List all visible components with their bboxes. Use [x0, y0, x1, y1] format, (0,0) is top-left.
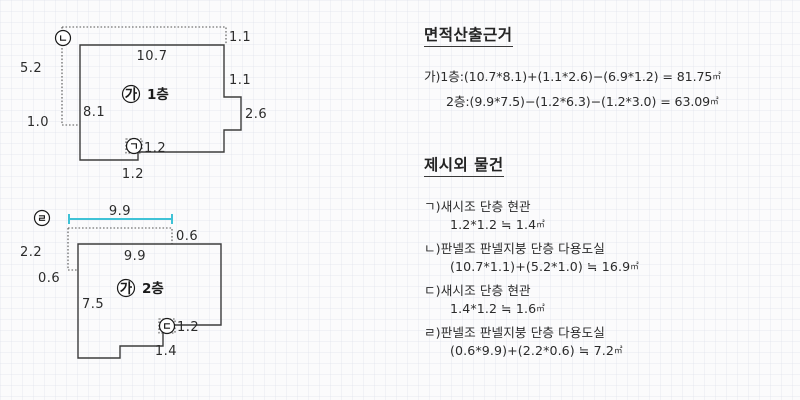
floor1-dim-top-right-offset: 1.1	[229, 30, 251, 45]
floor1-marker-bottom: ㄱ	[125, 137, 143, 155]
floor1-diagram: ㄴ ㄱ 가 1층 1.1 10.7 5.2 1.0 8.1 1.1 2.6 1.…	[20, 26, 267, 182]
floor2-dotted-top-extension	[68, 227, 173, 244]
item-formula-1-unit: ㎡	[536, 220, 545, 230]
floor1-outline	[79, 44, 242, 161]
floor2-marker-bottom-right-label: ㄷ	[162, 322, 171, 333]
item-label-2: ㄴ)판넬조 판넬지붕 단층 다용도실	[424, 241, 605, 256]
floor-plans-area: ㄴ ㄱ 가 1층 1.1 10.7 5.2 1.0 8.1 1.1 2.6 1.…	[20, 26, 267, 359]
area-calc-line-2-text: 2층:(9.9*7.5)−(1.2*6.3)−(1.2*3.0) = 63.09	[446, 94, 711, 109]
floor1-marker-top-left: ㄴ	[54, 29, 72, 47]
item-formula-3-unit: ㎡	[536, 304, 545, 314]
area-calc-line-2-unit: ㎡	[710, 97, 719, 107]
floor2-label: 가 2층	[116, 278, 164, 298]
floor1-label: 가 1층	[121, 84, 169, 104]
floor1-dim-right-lower: 2.6	[245, 107, 267, 122]
floor1-dim-notch-bottom: 1.2	[122, 167, 144, 182]
area-section-title: 면적산출근거	[424, 26, 513, 47]
floor2-dim-cyan-overall: 9.9	[109, 204, 131, 219]
floor2-dim-notch-right: 1.2	[177, 320, 199, 335]
item-label-1: ㄱ)새시조 단층 현관	[424, 199, 531, 214]
floor1-label-text: 1층	[147, 87, 169, 103]
items-section-title: 제시외 물건	[424, 156, 504, 177]
item-formula-4-unit: ㎡	[614, 346, 623, 356]
floor1-label-circle: 가	[125, 87, 138, 103]
item-formula-4: (0.6*9.9)+(2.2*0.6) ≒ 7.2㎡	[450, 343, 623, 358]
floor2-marker-top-left-label: ㄹ	[37, 214, 46, 225]
floor2-dim-top-right-offset: 0.6	[176, 229, 198, 244]
item-formula-4-text: (0.6*9.9)+(2.2*0.6) ≒ 7.2	[450, 343, 615, 358]
floor2-dim-notch-bottom: 1.4	[155, 344, 177, 359]
item-formula-2-text: (10.7*1.1)+(5.2*1.0) ≒ 16.9	[450, 259, 631, 274]
floor1-marker-bottom-label: ㄱ	[129, 142, 138, 153]
floor1-dim-left-edge: 8.1	[83, 105, 105, 120]
floor2-marker-top-left: ㄹ	[33, 209, 51, 227]
floor1-dim-left-dotted-bottom: 1.0	[27, 115, 49, 130]
floor2-dim-left-dotted-height: 2.2	[20, 245, 42, 260]
floor2-overall-dimension: 9.9	[68, 204, 173, 224]
item-formula-2-unit: ㎡	[630, 262, 639, 272]
floor1-marker-top-left-label: ㄴ	[58, 34, 67, 45]
item-formula-3-text: 1.4*1.2 ≒ 1.6	[450, 301, 537, 316]
item-formula-3: 1.4*1.2 ≒ 1.6㎡	[450, 301, 545, 316]
floor2-label-circle: 가	[120, 281, 133, 297]
floor1-dim-left-dotted-height: 5.2	[20, 61, 42, 76]
floor2-marker-bottom-right: ㄷ	[158, 317, 176, 335]
floor1-dim-right-upper: 1.1	[229, 73, 251, 88]
floor2-diagram: 9.9 ㄹ ㄷ 가 2층	[20, 204, 222, 359]
item-formula-2: (10.7*1.1)+(5.2*1.0) ≒ 16.9㎡	[450, 259, 639, 274]
area-calc-line-1-unit: ㎡	[712, 72, 721, 82]
area-calc-line-2: 2층:(9.9*7.5)−(1.2*6.3)−(1.2*3.0) = 63.09…	[446, 91, 719, 110]
floor2-dim-top-edge: 9.9	[124, 249, 146, 264]
item-label-3: ㄷ)새시조 단층 현관	[424, 283, 531, 298]
floor2-outline	[77, 243, 222, 359]
floor1-dotted-top-extension	[62, 26, 227, 45]
floor2-dim-left-dotted-bottom: 0.6	[38, 271, 60, 286]
notes-panel: 면적산출근거 가)1층:(10.7*8.1)+(1.1*2.6)−(6.9*1.…	[410, 0, 800, 400]
floor2-dim-left-edge: 7.5	[82, 297, 104, 312]
floor1-dim-notch-right: 1.2	[144, 141, 166, 156]
floor1-dotted-left-extension	[61, 27, 80, 126]
area-calc-line-1-text: 가)1층:(10.7*8.1)+(1.1*2.6)−(6.9*1.2) = 81…	[424, 69, 713, 84]
item-label-4: ㄹ)판넬조 판넬지붕 단층 다용도실	[424, 325, 605, 340]
floor1-dim-top-edge: 10.7	[137, 49, 168, 64]
floor2-dotted-left-extension	[67, 228, 78, 271]
area-calc-line-1: 가)1층:(10.7*8.1)+(1.1*2.6)−(6.9*1.2) = 81…	[424, 66, 721, 85]
item-formula-1-text: 1.2*1.2 ≒ 1.4	[450, 217, 537, 232]
item-formula-1: 1.2*1.2 ≒ 1.4㎡	[450, 217, 545, 232]
floor2-label-text: 2층	[142, 281, 164, 297]
